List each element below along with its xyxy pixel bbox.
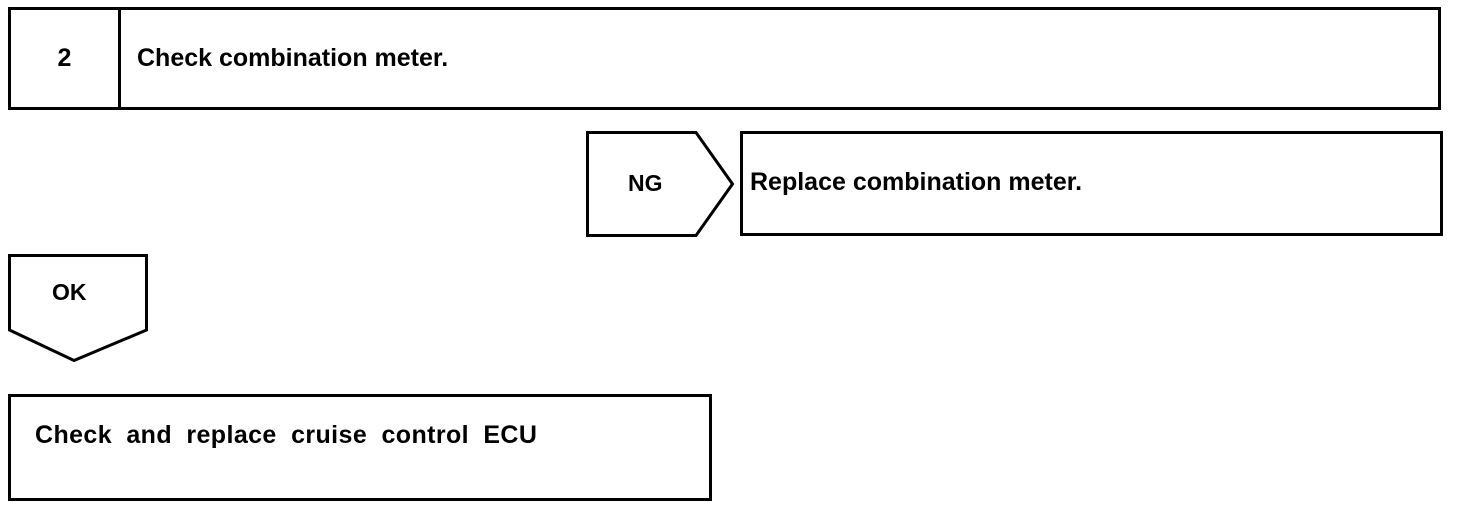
replace-combination-meter-label: Replace combination meter. bbox=[750, 168, 1083, 196]
ng-branch-arrow bbox=[586, 131, 734, 237]
ok-branch-arrow bbox=[8, 254, 148, 362]
step-2-number: 2 bbox=[57, 44, 72, 72]
ng-branch-label: NG bbox=[628, 170, 663, 196]
step-2-box: 2 bbox=[8, 7, 1441, 110]
ok-pentagon-icon bbox=[8, 254, 148, 362]
step-2-number-cell: 2 bbox=[11, 10, 121, 107]
replace-combination-meter-box bbox=[740, 131, 1443, 236]
ok-branch-label: OK bbox=[52, 279, 87, 305]
cruise-control-ecu-box bbox=[8, 394, 712, 501]
ng-pentagon-icon bbox=[586, 131, 734, 237]
step-2-label: Check combination meter. bbox=[137, 44, 449, 72]
cruise-control-ecu-label: Check and replace cruise control ECU bbox=[35, 421, 538, 449]
